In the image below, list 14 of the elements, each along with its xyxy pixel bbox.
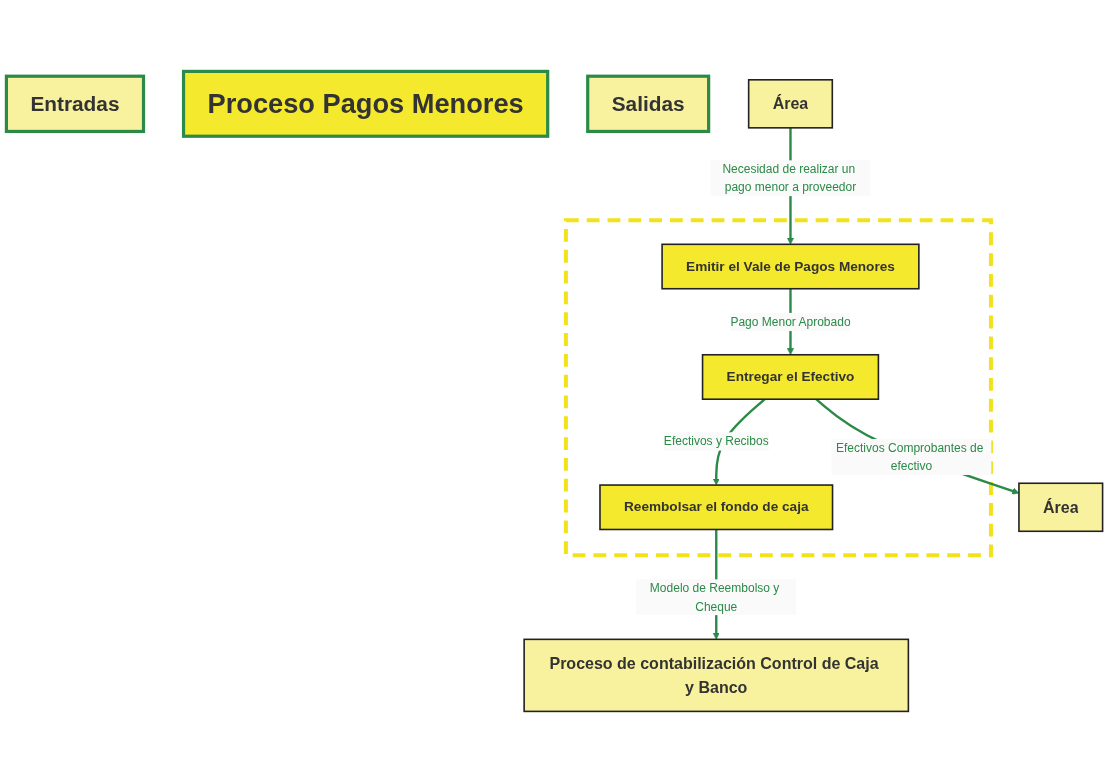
edge-label: Necesidad de realizar un pago menor a proveedor — [722, 161, 857, 194]
edge-label: Modelo de Reembolso y Cheque — [649, 580, 780, 613]
node-box: Salidas — [586, 74, 711, 133]
node-box: Área — [1018, 482, 1104, 532]
node-box: Entradas — [4, 74, 146, 133]
edge-label: Pago Menor Aprobado — [730, 313, 851, 328]
node-box: Proceso Pagos Menores — [181, 69, 550, 138]
node-box: Emitir el Vale de Pagos Menores — [661, 243, 920, 290]
edge-label: Efectivos Comprobantes de efectivo — [835, 440, 984, 472]
edge-label: Efectivos y Recibos — [663, 433, 769, 448]
node-box: Área — [747, 78, 834, 129]
node-box: Reembolsar el fondo de caja — [599, 483, 834, 530]
node-box: Entregar el Efectivo — [701, 353, 880, 400]
node-box: Proceso de contabilización Control de Caja y Banco — [523, 638, 910, 712]
